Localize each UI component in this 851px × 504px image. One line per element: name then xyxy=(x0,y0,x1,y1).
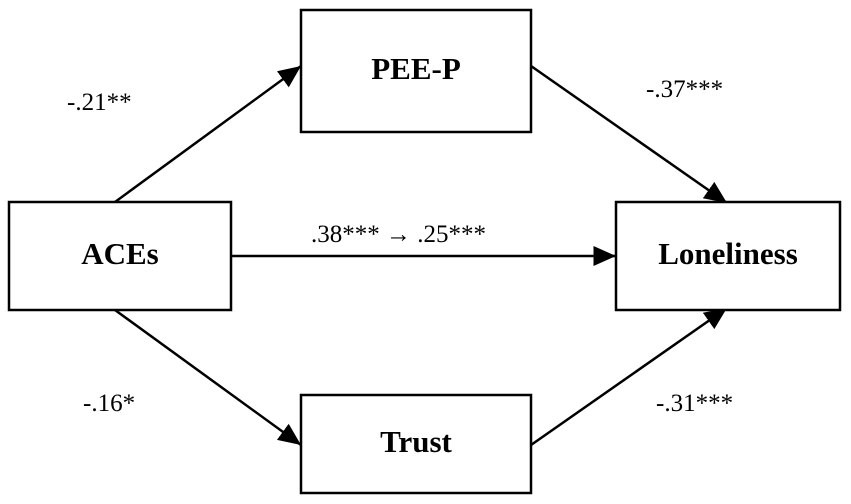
node-pee-p-box xyxy=(299,8,533,134)
node-trust-label: Trust xyxy=(380,424,452,459)
coef-aces-to-pee-p: -.21** xyxy=(67,89,132,116)
node-aces-label: ACEs xyxy=(81,236,159,271)
coef-aces-to-loneliness: .38*** → .25*** xyxy=(311,221,486,248)
node-pee-p-label: PEE-P xyxy=(371,51,461,86)
arrow-pee-p-to-loneliness xyxy=(530,64,728,205)
arrow-aces-to-trust xyxy=(114,308,302,447)
node-loneliness-label: Loneliness xyxy=(658,236,798,271)
node-trust: Trust xyxy=(299,393,533,495)
coef-pee-p-to-loneliness: -.37*** xyxy=(646,76,723,103)
node-loneliness-box xyxy=(614,200,842,312)
node-aces-box xyxy=(7,200,233,312)
node-aces: ACEs xyxy=(7,200,233,312)
node-loneliness: Loneliness xyxy=(614,200,842,312)
arrow-aces-to-pee-p xyxy=(114,64,302,204)
node-trust-box xyxy=(299,393,533,495)
arrow-trust-to-loneliness xyxy=(530,306,728,447)
node-pee-p: PEE-P xyxy=(299,8,533,134)
coef-aces-to-trust: -.16* xyxy=(83,390,135,417)
coef-trust-to-loneliness: -.31*** xyxy=(656,390,733,417)
